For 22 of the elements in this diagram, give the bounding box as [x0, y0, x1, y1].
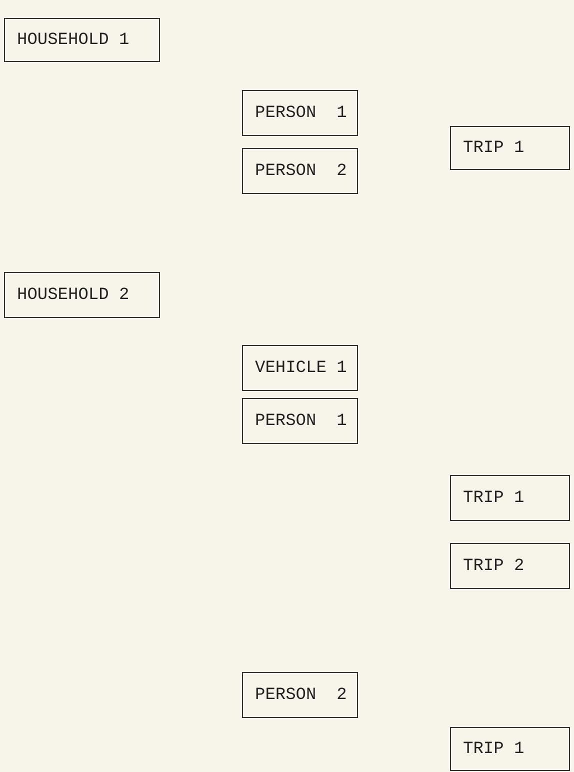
record-label: TRIP 2: [463, 556, 524, 576]
record-label: HOUSEHOLD 1: [17, 30, 130, 50]
record-label: VEHICLE 1: [255, 358, 347, 378]
record-box: [450, 543, 570, 589]
record-box: [450, 475, 570, 521]
record-box: [242, 148, 358, 194]
record-box: [242, 672, 358, 718]
record-box: [242, 398, 358, 444]
record-box: [242, 90, 358, 136]
record-label: PERSON 2: [255, 162, 347, 180]
record-box: [450, 126, 570, 170]
record-label: PERSON 1: [255, 104, 347, 122]
record-label: TRIP 1: [463, 138, 524, 158]
record-label: TRIP 1: [463, 488, 524, 508]
record-label: HOUSEHOLD 2: [17, 286, 130, 304]
record-box: [4, 272, 160, 318]
record-box: [4, 18, 160, 62]
record-box: [450, 727, 570, 771]
record-label: PERSON 2: [255, 686, 347, 704]
record-label: PERSON 1: [255, 412, 347, 430]
record-label: TRIP 1: [463, 740, 524, 758]
record-box: [242, 345, 358, 391]
